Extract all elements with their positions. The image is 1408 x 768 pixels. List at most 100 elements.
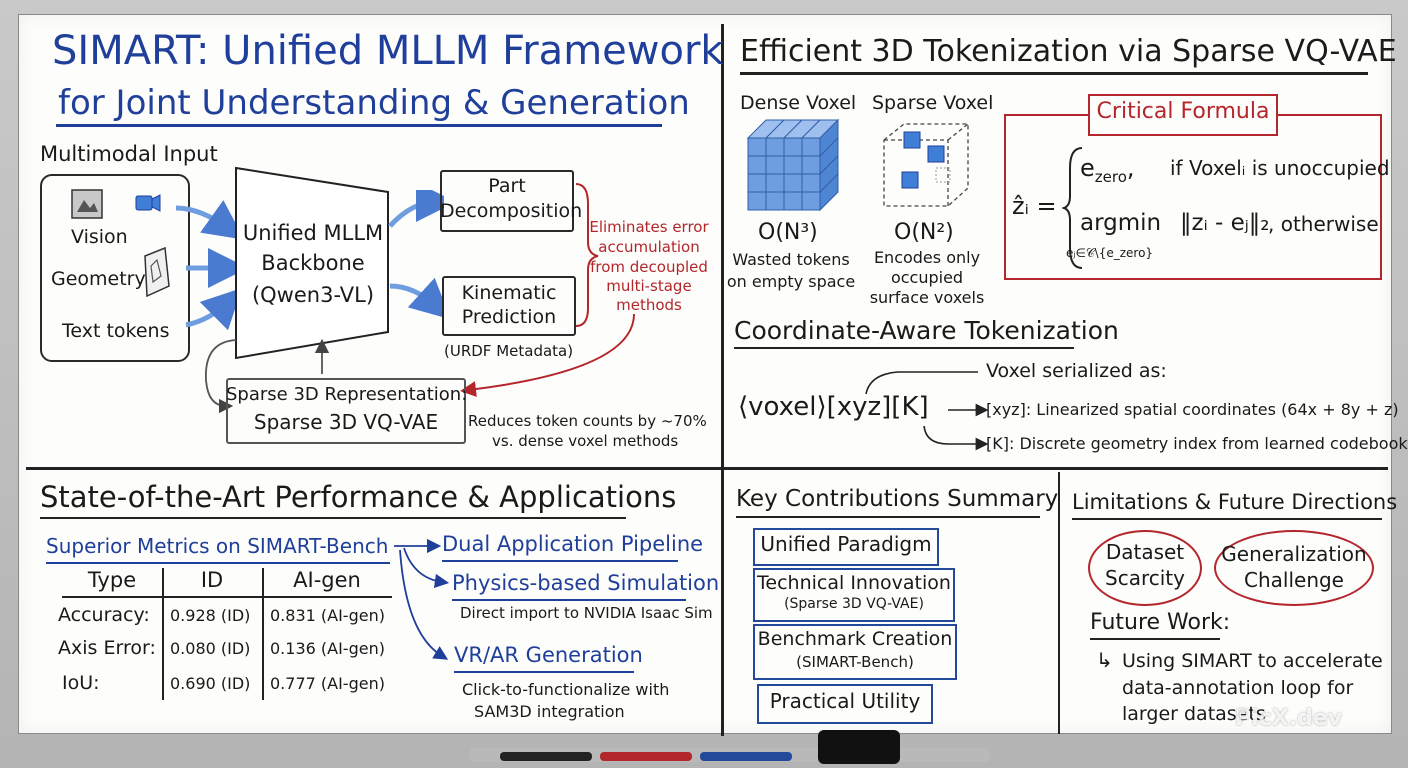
urdf-metadata-label: (URDF Metadata) <box>444 342 574 360</box>
geometry-icon <box>141 246 173 302</box>
voxel-face <box>783 191 803 211</box>
formula-lhs: ẑᵢ = <box>1012 192 1057 220</box>
row-accuracy-aigen: 0.831 (AI-gen) <box>270 606 385 625</box>
row-iou-label: IoU: <box>62 672 100 694</box>
reduces-line1: Reduces token counts by ~70% <box>468 412 707 430</box>
sparse-desc2: occupied <box>890 268 964 287</box>
voxel-face <box>765 155 785 175</box>
contribution-technical-line2: (Sparse 3D VQ-VAE) <box>784 596 924 612</box>
dataset-line1: Dataset <box>1105 540 1185 564</box>
tokenization-title: Efficient 3D Tokenization via Sparse VQ-… <box>740 34 1397 69</box>
backbone-line3: (Qwen3-VL) <box>251 283 375 307</box>
coord-arrows <box>865 371 988 451</box>
contribution-technical-line1: Technical Innovation <box>757 572 951 594</box>
contribution-benchmark-line2: (SIMART-Bench) <box>796 653 914 671</box>
eliminates-line3: from decoupled <box>590 258 708 276</box>
sparse-desc3: surface voxels <box>869 288 985 307</box>
critical-formula-box <box>1004 114 1382 280</box>
main-title-line2: for Joint Understanding & Generation <box>58 83 690 123</box>
divider-vertical-bottom-right <box>1058 472 1060 734</box>
sparse-representation-box <box>226 378 466 444</box>
limitations-title: Limitations & Future Directions <box>1072 490 1398 514</box>
voxel-face <box>747 155 767 175</box>
row-accuracy-id: 0.928 (ID) <box>170 606 251 625</box>
dense-desc2: on empty space <box>726 272 856 291</box>
contribution-practical: Practical Utility <box>769 689 921 713</box>
row-axis-id: 0.080 (ID) <box>170 639 251 658</box>
voxel-face <box>747 191 767 211</box>
formula-title-box <box>1088 94 1278 136</box>
dual-pipeline-label: Dual Application Pipeline <box>442 532 704 556</box>
title-underline <box>56 124 662 127</box>
backbone-line2: Backbone <box>261 251 365 275</box>
voxel-face <box>765 173 785 193</box>
generalization-challenge-circle <box>1214 530 1374 606</box>
kin-line1: Kinematic <box>461 282 557 304</box>
sparse-voxel-cube-icon <box>883 123 969 207</box>
row-axis-aigen: 0.136 (AI-gen) <box>270 639 385 658</box>
table-header-type: Type <box>87 568 137 592</box>
formula-e: e <box>1080 154 1095 182</box>
kin-line2: Prediction <box>461 306 557 328</box>
divider-horizontal-main <box>26 467 1388 470</box>
tokenization-underline <box>740 72 1368 75</box>
contribution-unified-box <box>753 528 939 566</box>
input-text-label: Text tokens <box>62 320 170 342</box>
vr-desc1: Click-to-functionalize with <box>462 680 670 699</box>
voxel-face <box>801 173 821 193</box>
contribution-technical-box <box>753 568 955 622</box>
formula-case1-expr: ezero, <box>1080 154 1135 186</box>
row-iou-aigen: 0.777 (AI-gen) <box>270 674 385 693</box>
voxel-face <box>765 191 785 211</box>
generalization-line1: Generalization <box>1221 542 1367 566</box>
table-col-line1 <box>162 568 164 700</box>
divider-vertical-main <box>721 24 724 736</box>
dense-voxel-cube-icon <box>746 118 840 212</box>
eliminates-line1: Eliminates error <box>589 218 709 236</box>
backbone-shape <box>235 166 389 360</box>
main-title-line1: SIMART: Unified MLLM Framework <box>52 28 724 74</box>
eliminates-line2: accumulation <box>598 238 700 256</box>
dataset-line2: Scarcity <box>1105 566 1185 590</box>
formula-zero-sub: zero <box>1094 167 1127 186</box>
contributions-underline <box>736 516 1040 518</box>
dataset-scarcity-circle <box>1088 530 1202 606</box>
voxel-face <box>801 137 821 157</box>
voxel-face <box>765 137 785 157</box>
backbone-line1: Unified MLLM <box>242 221 384 245</box>
voxel-face <box>801 155 821 175</box>
voxel-face <box>783 155 803 175</box>
reduces-line2: vs. dense voxel methods <box>492 432 679 450</box>
future-arrow-icon: ↳ <box>1096 648 1113 672</box>
contribution-benchmark-line1: Benchmark Creation <box>757 628 953 650</box>
eraser-icon <box>818 730 900 764</box>
future-work-title: Future Work: <box>1090 610 1231 635</box>
red-brace <box>575 183 599 327</box>
table-header-line <box>62 596 392 598</box>
metrics-title: Superior Metrics on SIMART-Bench <box>46 534 389 558</box>
formula-brace <box>1062 147 1083 269</box>
sparse-voxel-label: Sparse Voxel <box>872 92 994 114</box>
formula-norm: ‖zᵢ - eⱼ‖₂ <box>1180 210 1270 236</box>
flow-curves <box>205 313 635 414</box>
voxel-face <box>783 173 803 193</box>
table-header-id: ID <box>200 568 224 592</box>
voxel-face <box>801 191 821 211</box>
voxel-face <box>783 137 803 157</box>
physics-desc: Direct import to NVIDIA Isaac Sim <box>460 604 713 622</box>
application-arrows <box>394 538 450 660</box>
coord-serialized: Voxel serialized as: <box>986 360 1167 382</box>
formula-comma: , <box>1126 154 1135 182</box>
formula-argmin-subscript: eⱼ∈𝒞\{e_zero} <box>1066 246 1154 260</box>
row-axis-label: Axis Error: <box>58 637 156 659</box>
contribution-unified: Unified Paradigm <box>760 532 932 556</box>
coord-xyz-desc: [xyz]: Linearized spatial coordinates (6… <box>986 400 1399 419</box>
generalization-line2: Challenge <box>1244 568 1344 592</box>
contribution-practical-box <box>757 684 933 724</box>
sparse-line1: Sparse 3D Representation: <box>226 384 468 405</box>
coord-underline <box>734 347 1074 349</box>
dense-voxel-label: Dense Voxel <box>740 92 857 114</box>
voxel-face <box>747 173 767 193</box>
sparse-desc1: Encodes only <box>873 248 981 267</box>
formula-title: Critical Formula <box>1096 99 1270 124</box>
